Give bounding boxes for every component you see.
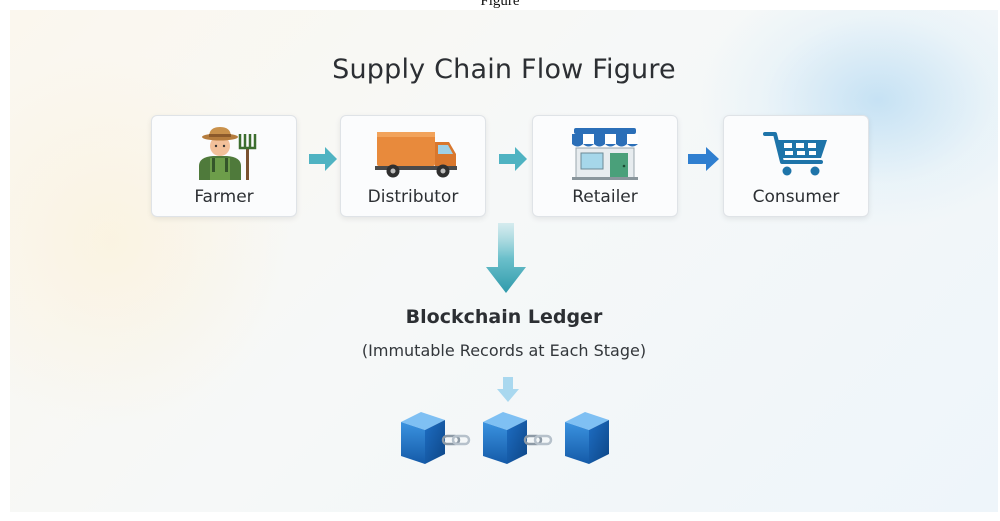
truck-icon — [341, 124, 485, 180]
stage-distributor: Distributor — [340, 115, 486, 217]
diagram-title: Supply Chain Flow Figure — [332, 54, 676, 85]
block-2 — [483, 412, 527, 464]
chain-link-1 — [441, 434, 471, 446]
ledger-subtitle: (Immutable Records at Each Stage) — [361, 341, 647, 360]
store-icon — [533, 124, 677, 180]
background-glow-left — [10, 50, 290, 430]
stage-label-consumer: Consumer — [752, 187, 840, 207]
stage-retailer: Retailer — [532, 115, 678, 217]
stage-label-retailer: Retailer — [572, 187, 638, 207]
blockchain-blocks-icon — [401, 412, 609, 464]
arrow-down-to-blocks — [497, 377, 519, 402]
block-3 — [565, 412, 609, 464]
farmer-icon — [152, 124, 296, 180]
shopping-cart-icon — [724, 124, 868, 180]
figure-caption: Figure — [480, 0, 520, 9]
arrow-down-to-ledger — [486, 223, 526, 293]
stage-consumer: Consumer — [723, 115, 869, 217]
chain-link-2 — [523, 434, 553, 446]
arrow-farmer-to-distributor — [309, 147, 337, 171]
stage-label-farmer: Farmer — [194, 187, 254, 207]
diagram-canvas: Supply Chain Flow Figure Farmer — [10, 10, 998, 512]
arrow-retailer-to-consumer — [688, 147, 719, 171]
arrow-distributor-to-retailer — [499, 147, 527, 171]
ledger-title: Blockchain Ledger — [405, 306, 603, 328]
stage-farmer: Farmer — [151, 115, 297, 217]
stage-label-distributor: Distributor — [367, 187, 459, 207]
block-1 — [401, 412, 445, 464]
